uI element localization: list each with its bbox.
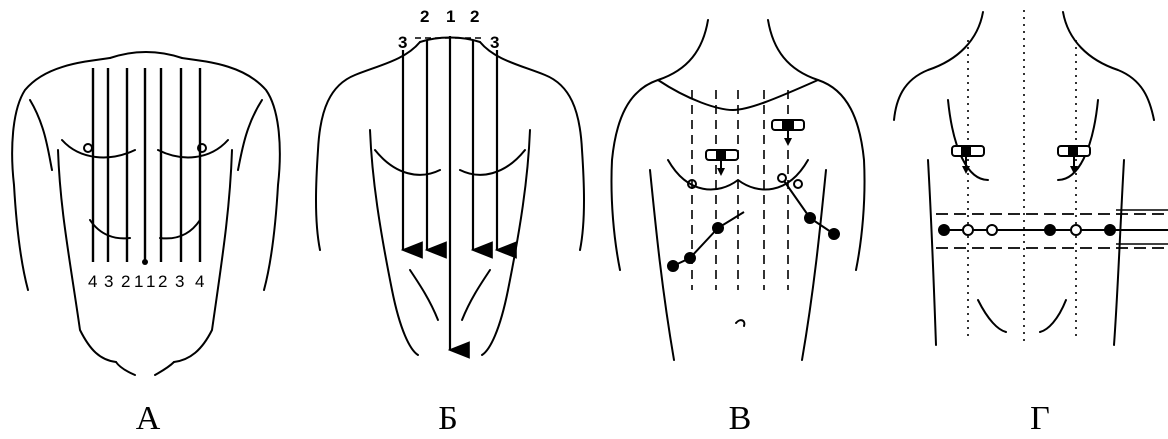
line-label: 2 [420,7,429,26]
line-label: 2 [121,272,130,291]
caption-b: Б [438,400,458,438]
panel-v [598,0,878,439]
line-label: 3 [104,272,113,291]
caption-g: Г [1030,400,1050,438]
caption-v: В [729,400,752,438]
line-label: 4 [88,272,97,291]
panel-b-figure: 2 1 2 3 3 [300,0,590,400]
line-label: 1 [146,272,155,291]
line-label: 1 [446,7,455,26]
panel-a-figure: 4 3 2 1 1 2 3 4 [0,0,290,400]
panel-g [888,0,1168,439]
panel-b: 2 1 2 3 3 [300,0,590,439]
caption-a: А [136,400,161,438]
line-label: 4 [195,272,204,291]
line-label: 3 [398,33,407,52]
panel-v-figure [598,0,878,400]
line-label: 2 [158,272,167,291]
line-label: 3 [490,33,499,52]
panel-a: 4 3 2 1 1 2 3 4 [0,0,290,439]
line-label: 2 [470,7,479,26]
panel-g-figure [888,0,1168,400]
line-label: 3 [175,272,184,291]
line-label: 1 [134,272,143,291]
